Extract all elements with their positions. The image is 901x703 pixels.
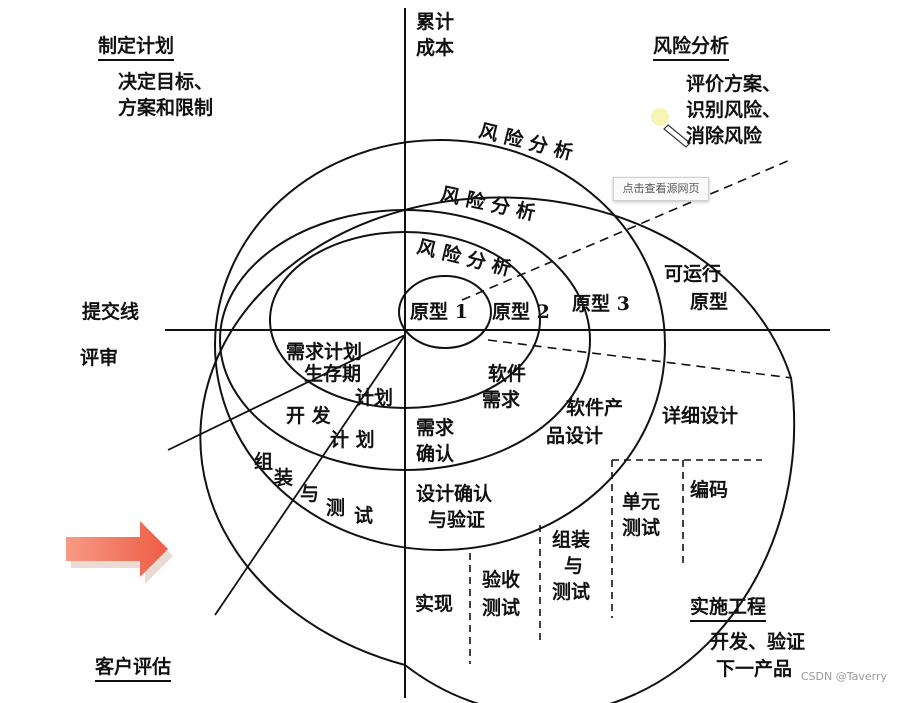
risk-desc-1: 评价方案、 bbox=[686, 73, 782, 95]
coding: 编码 bbox=[690, 479, 729, 501]
proto1-circle bbox=[398, 275, 492, 349]
axis-cost-2: 成本 bbox=[416, 37, 455, 59]
red-arrow-icon bbox=[66, 521, 173, 584]
lifecycle-plan: 生存期 bbox=[304, 363, 362, 385]
spiral-innermost-loop bbox=[269, 231, 541, 409]
acceptance-test-1: 验收 bbox=[482, 569, 521, 591]
spiral-inner-loop bbox=[219, 209, 591, 471]
requirements-plan: 需求计划 bbox=[286, 341, 363, 363]
prototype-1: 原型 1 bbox=[410, 301, 468, 323]
assembly-test-1: 组 bbox=[254, 451, 274, 473]
development-plan: 开 发 bbox=[286, 405, 331, 427]
runnable-prototype-1: 可运行 bbox=[664, 263, 722, 285]
risk-desc-2: 识别风险、 bbox=[686, 99, 782, 121]
radial-line-2 bbox=[214, 334, 406, 616]
acceptance-test-2: 测试 bbox=[482, 597, 521, 619]
product-design-1: 软件产 bbox=[566, 397, 624, 419]
implementation: 实现 bbox=[415, 593, 454, 615]
plan-desc-1: 决定目标、 bbox=[118, 71, 214, 93]
prototype-3: 原型 3 bbox=[572, 293, 630, 315]
view-source-tooltip[interactable]: 点击查看源网页 bbox=[613, 177, 709, 201]
spiral-outer-loop bbox=[199, 196, 796, 703]
unit-test-1: 单元 bbox=[622, 491, 661, 513]
plan-desc-2: 方案和限制 bbox=[118, 97, 214, 119]
assembly-test-3: 与 bbox=[300, 483, 320, 505]
integration-test-2: 与 bbox=[564, 555, 584, 577]
software-requirements-2: 需求 bbox=[482, 389, 521, 411]
plan-title: 制定计划 bbox=[98, 34, 175, 61]
assembly-test-2: 装 bbox=[274, 467, 294, 489]
integration-test-3: 测试 bbox=[552, 581, 591, 603]
engineering-desc-2: 下一产品 bbox=[716, 658, 793, 680]
product-design-2: 品设计 bbox=[546, 425, 604, 447]
assembly-test-4: 测 bbox=[326, 497, 346, 519]
prototype-2: 原型 2 bbox=[492, 301, 550, 323]
engineering-title: 实施工程 bbox=[690, 595, 767, 622]
requirements-confirm-2: 确认 bbox=[416, 443, 455, 465]
assembly-test-5: 试 bbox=[354, 505, 374, 527]
watermark: CSDN @Taverry bbox=[800, 670, 887, 683]
highlight-glow bbox=[651, 108, 669, 126]
review-label: 评审 bbox=[80, 347, 119, 369]
risk-title: 风险分析 bbox=[653, 34, 730, 61]
risk-desc-3: 消除风险 bbox=[686, 125, 763, 147]
dashed-line-lower bbox=[487, 339, 793, 379]
detailed-design: 详细设计 bbox=[662, 405, 739, 427]
lifecycle-plan-2: 计划 bbox=[355, 387, 394, 409]
engineering-desc-1: 开发、验证 bbox=[710, 631, 806, 653]
integration-test-1: 组装 bbox=[552, 529, 591, 551]
axis-cost-1: 累计 bbox=[416, 11, 455, 33]
software-requirements-1: 软件 bbox=[488, 363, 527, 385]
runnable-prototype-2: 原型 bbox=[690, 291, 729, 313]
development-plan-2: 计 划 bbox=[330, 429, 375, 451]
radial-line-1 bbox=[167, 334, 406, 451]
evaluation-title: 客户评估 bbox=[95, 655, 172, 682]
pencil-cursor-icon bbox=[663, 124, 691, 148]
design-verify-2: 与验证 bbox=[428, 509, 486, 531]
spiral-middle-loop bbox=[214, 139, 666, 551]
requirements-confirm-1: 需求 bbox=[416, 417, 455, 439]
unit-test-2: 测试 bbox=[622, 517, 661, 539]
design-verify-1: 设计确认 bbox=[416, 483, 493, 505]
commit-line-label: 提交线 bbox=[82, 301, 140, 323]
